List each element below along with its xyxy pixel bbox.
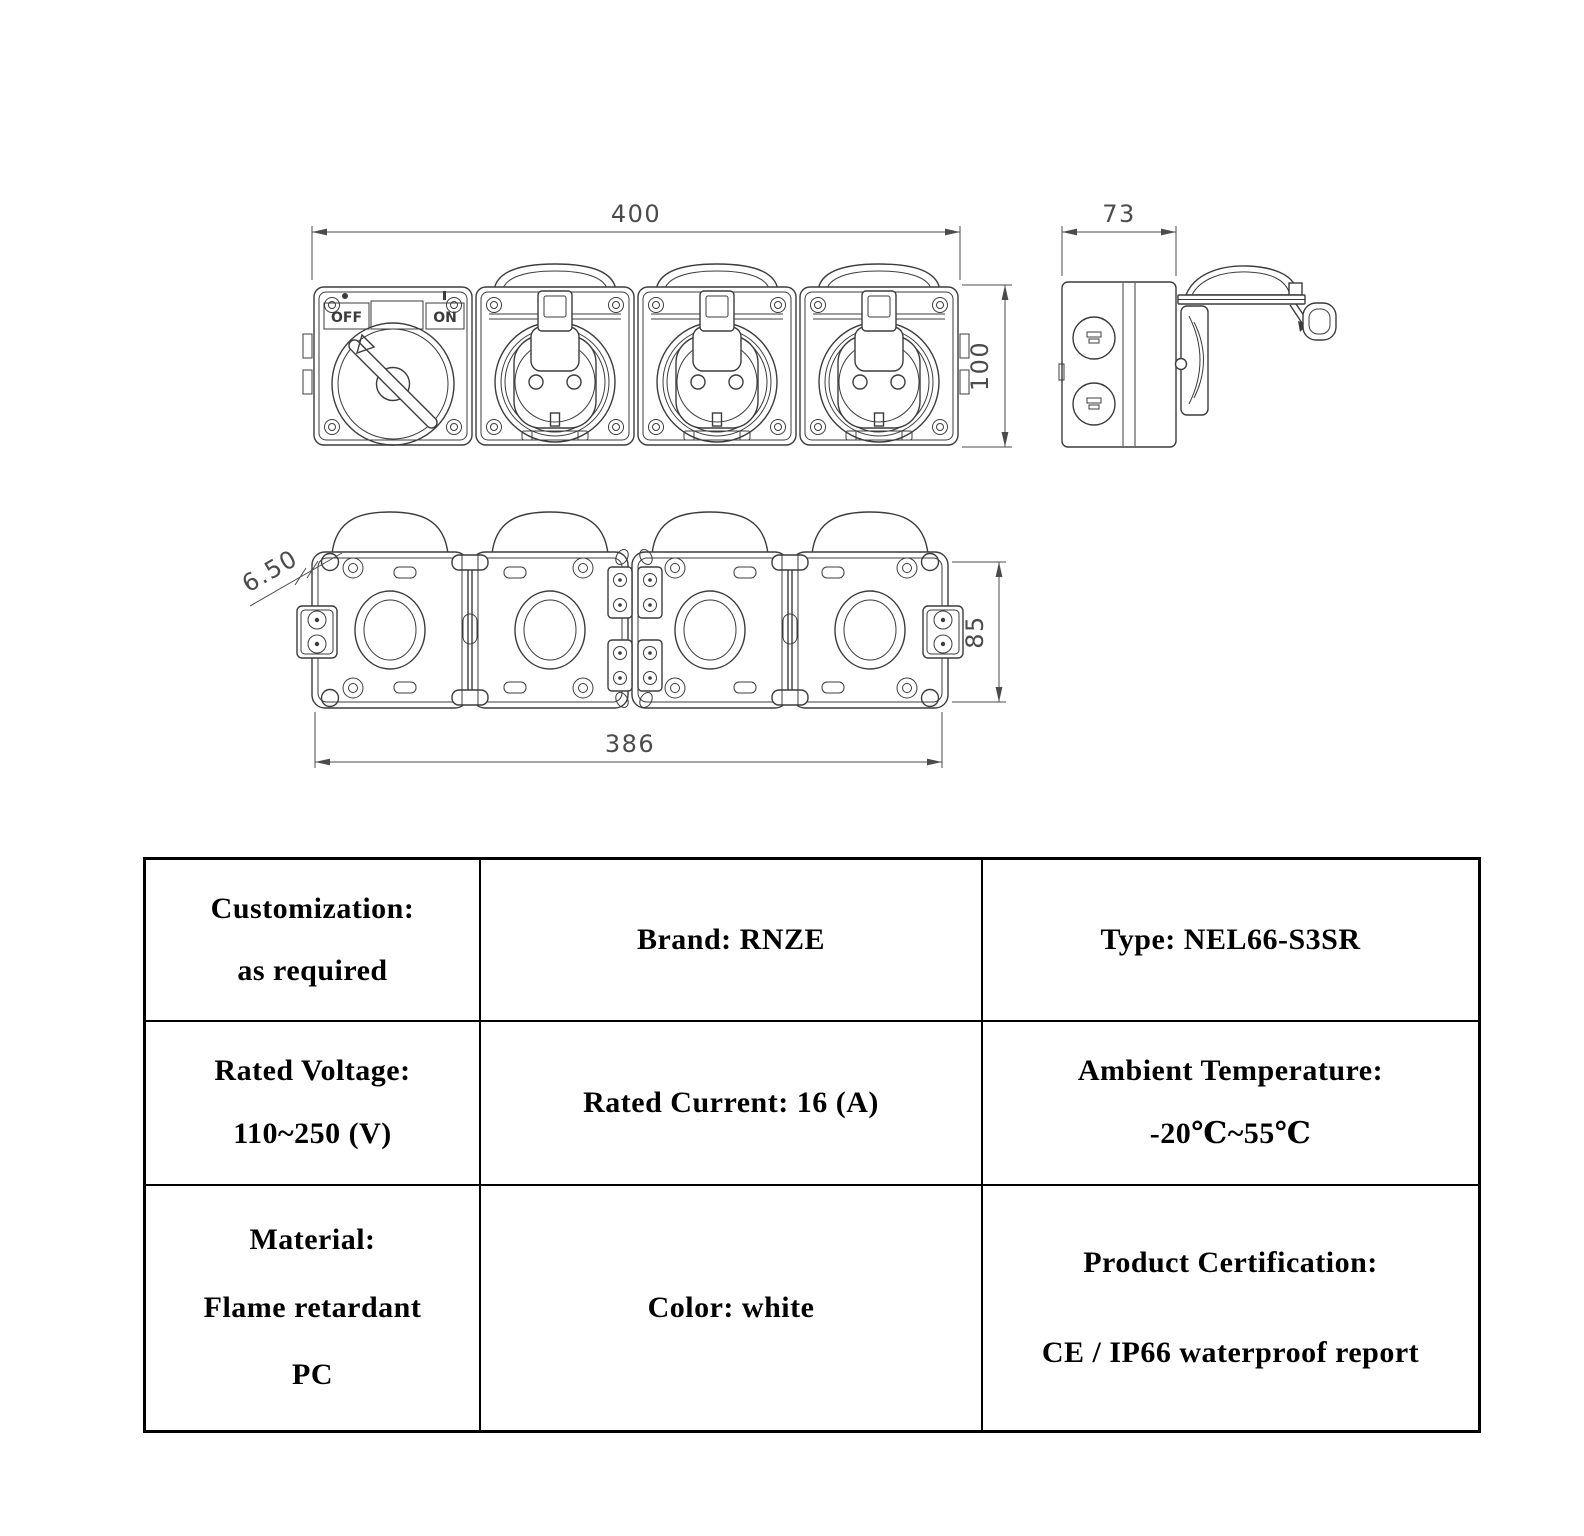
mount-tab [302, 333, 313, 359]
junction-clips [451, 554, 809, 706]
mounting-hole [920, 552, 940, 572]
socket-module-front-3 [800, 264, 958, 445]
dimension-386: 386 [314, 712, 943, 768]
certification-label: Product Certification: [1083, 1245, 1378, 1279]
cell-type: Type: NEL66-S3SR [983, 860, 1478, 1022]
cell-material: Material: Flame retardant PC [146, 1186, 481, 1430]
side-enclosure [1061, 281, 1177, 448]
front-height-dim-label: 100 [966, 341, 994, 391]
material-value-2: PC [292, 1358, 333, 1392]
center-hinge-blocks [607, 549, 663, 708]
rated-current-value: Rated Current: 16 (A) [583, 1085, 879, 1119]
cell-color: Color: white [481, 1186, 983, 1430]
ambient-temperature-label: Ambient Temperature: [1077, 1054, 1384, 1088]
rated-voltage-label: Rated Voltage: [214, 1054, 411, 1088]
dimension-100: 100 [962, 284, 1012, 448]
cell-rated-voltage: Rated Voltage: 110~250 (V) [146, 1022, 481, 1186]
ambient-temperature-value: -20℃~55℃ [1149, 1117, 1312, 1151]
switch-off-label: OFF [331, 310, 362, 326]
open-lid-side [1177, 265, 1337, 341]
mount-tab [959, 333, 970, 359]
screw-hole-dim-label: 6.50 [237, 544, 302, 598]
off-badge [323, 302, 370, 330]
material-value-1: Flame retardant [203, 1290, 422, 1324]
switch-on-label: ON [433, 310, 457, 326]
switch-pointer-triangle [355, 333, 376, 355]
front-view-drawing: OFF ON [302, 264, 970, 446]
dimension-73: 73 [1061, 200, 1177, 276]
terminal-plate-right [922, 605, 964, 659]
off-dot-marker [342, 293, 348, 299]
spec-table: Customization: as required Brand: RNZE T… [143, 857, 1481, 1433]
terminal-plate-left [296, 605, 338, 659]
brand-value: Brand: RNZE [636, 922, 826, 956]
material-label: Material: [249, 1223, 376, 1257]
latch-button [1174, 357, 1188, 371]
back-view-drawing [296, 511, 964, 709]
cell-ambient-temperature: Ambient Temperature: -20℃~55℃ [983, 1022, 1478, 1186]
mounting-hole [920, 688, 940, 708]
socket-module-front-2 [638, 264, 796, 445]
rated-voltage-value: 110~250 (V) [233, 1117, 392, 1151]
back-width-dim-label: 386 [605, 730, 655, 758]
rotary-switch-handle [348, 339, 438, 429]
type-value: Type: NEL66-S3SR [1100, 922, 1361, 956]
cable-gland [1072, 316, 1116, 360]
technical-drawing: OFF ON [237, 200, 1337, 768]
cell-certification: Product Certification: CE / IP66 waterpr… [983, 1186, 1478, 1430]
side-view-drawing [1058, 265, 1337, 448]
cell-customization: Customization: as required [146, 860, 481, 1022]
mounting-hole [320, 688, 340, 708]
mount-tab [959, 369, 970, 395]
back-module-2 [471, 511, 629, 709]
cable-gland [1072, 382, 1116, 426]
back-height-dim-label: 85 [961, 615, 989, 649]
side-depth-dim-label: 73 [1102, 200, 1136, 228]
on-bar-marker [443, 291, 446, 300]
on-badge [425, 302, 465, 330]
mounting-hole [320, 552, 340, 572]
cell-rated-current: Rated Current: 16 (A) [481, 1022, 983, 1186]
color-value: Color: white [647, 1290, 815, 1324]
certification-value: CE / IP66 waterproof report [1041, 1335, 1420, 1369]
mount-tab [302, 369, 313, 395]
socket-module-front-1 [476, 264, 634, 445]
rotary-switch-bezel [331, 322, 455, 446]
customization-value: as required [237, 953, 388, 987]
cell-brand: Brand: RNZE [481, 860, 983, 1022]
dimension-85: 85 [952, 561, 1006, 703]
customization-label: Customization: [210, 891, 415, 925]
switch-module-front: OFF ON [313, 286, 473, 446]
front-width-dim-label: 400 [611, 200, 661, 228]
dimension-400: 400 [311, 200, 961, 280]
